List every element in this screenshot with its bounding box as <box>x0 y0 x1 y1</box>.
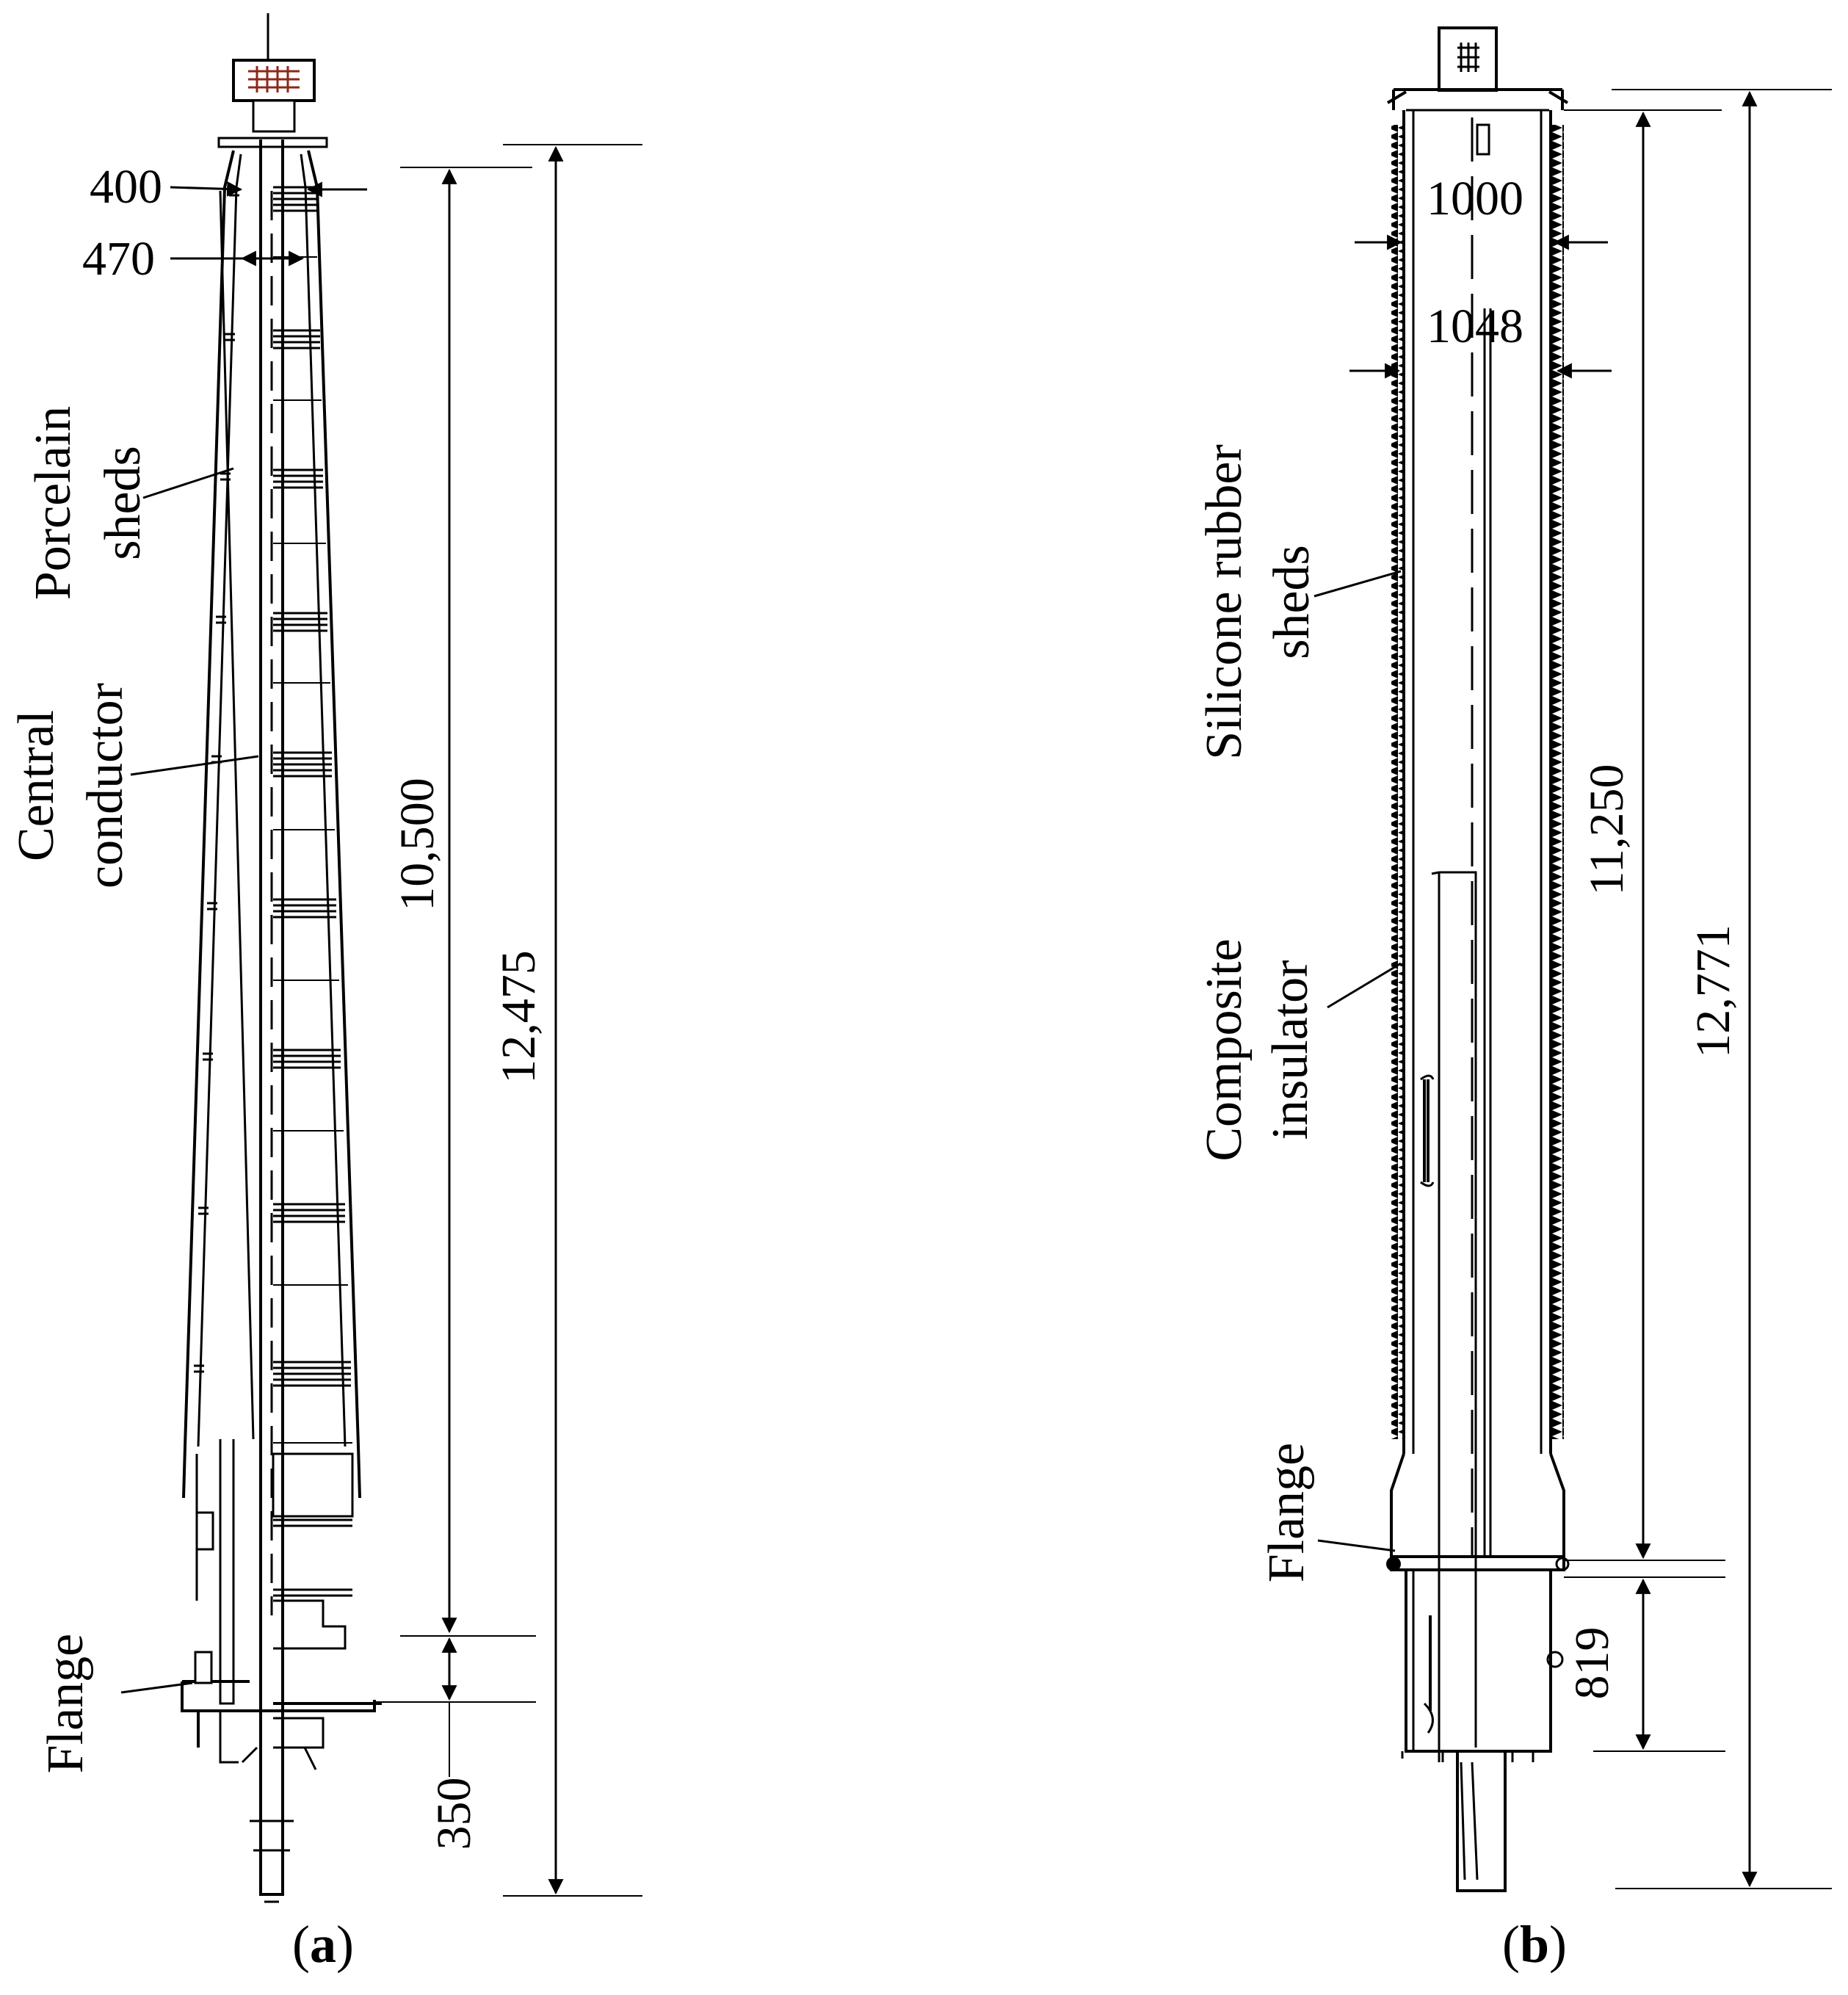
caption-b: (b) <box>1502 1915 1567 1974</box>
svg-text:Composite: Composite <box>1196 938 1253 1161</box>
svg-text:sheds: sheds <box>1264 545 1320 659</box>
dim-a-total-length: 12,475 <box>492 950 546 1084</box>
label-flange-a: Flange <box>37 1634 94 1774</box>
label-flange-b: Flange <box>1258 1443 1315 1583</box>
label-composite-insulator: Composite insulator <box>1196 938 1319 1161</box>
dim-b-insulated-length: 11,250 <box>1580 764 1634 895</box>
flange-b <box>1390 1555 1565 1571</box>
porcelain-shed-bands <box>194 186 352 1597</box>
dim-a-bottom-diameter: 470 <box>82 232 155 286</box>
label-central-conductor: Central conductor <box>8 683 134 888</box>
svg-text:insulator: insulator <box>1262 960 1319 1140</box>
dim-a-lower-length: 350 <box>427 1778 481 1850</box>
caption-a: (a) <box>292 1915 354 1974</box>
label-porcelain-sheds: Porcelain sheds <box>25 406 151 600</box>
svg-text:conductor: conductor <box>77 683 134 888</box>
silicone-sheds-left <box>1391 125 1405 1439</box>
svg-text:sheds: sheds <box>95 446 151 560</box>
silicone-sheds-right <box>1551 125 1564 1439</box>
svg-text:Silicone rubber: Silicone rubber <box>1196 444 1253 760</box>
dim-a-insulated-length: 10,500 <box>391 778 444 911</box>
svg-text:Central: Central <box>8 710 65 861</box>
porcelain-bushing-drawing: 400 470 10,500 350 12,475 Porcelain shed… <box>8 13 642 1974</box>
dim-b-top-diameter: 1000 <box>1427 172 1523 225</box>
dim-b-outer-diameter: 1048 <box>1427 300 1523 353</box>
dim-b-total-length: 12,771 <box>1686 924 1740 1058</box>
porcelain-housing-a <box>182 150 361 1499</box>
dim-a-top-diameter: 400 <box>90 160 162 214</box>
flange-a <box>181 1680 382 1748</box>
composite-bushing-drawing: 1000 1048 11,250 819 12,771 Silicone rub… <box>1196 26 1832 1974</box>
svg-text:Porcelain: Porcelain <box>25 406 81 600</box>
label-silicone-rubber-sheds: Silicone rubber sheds <box>1196 444 1320 760</box>
dim-b-lower-length: 819 <box>1565 1627 1619 1700</box>
